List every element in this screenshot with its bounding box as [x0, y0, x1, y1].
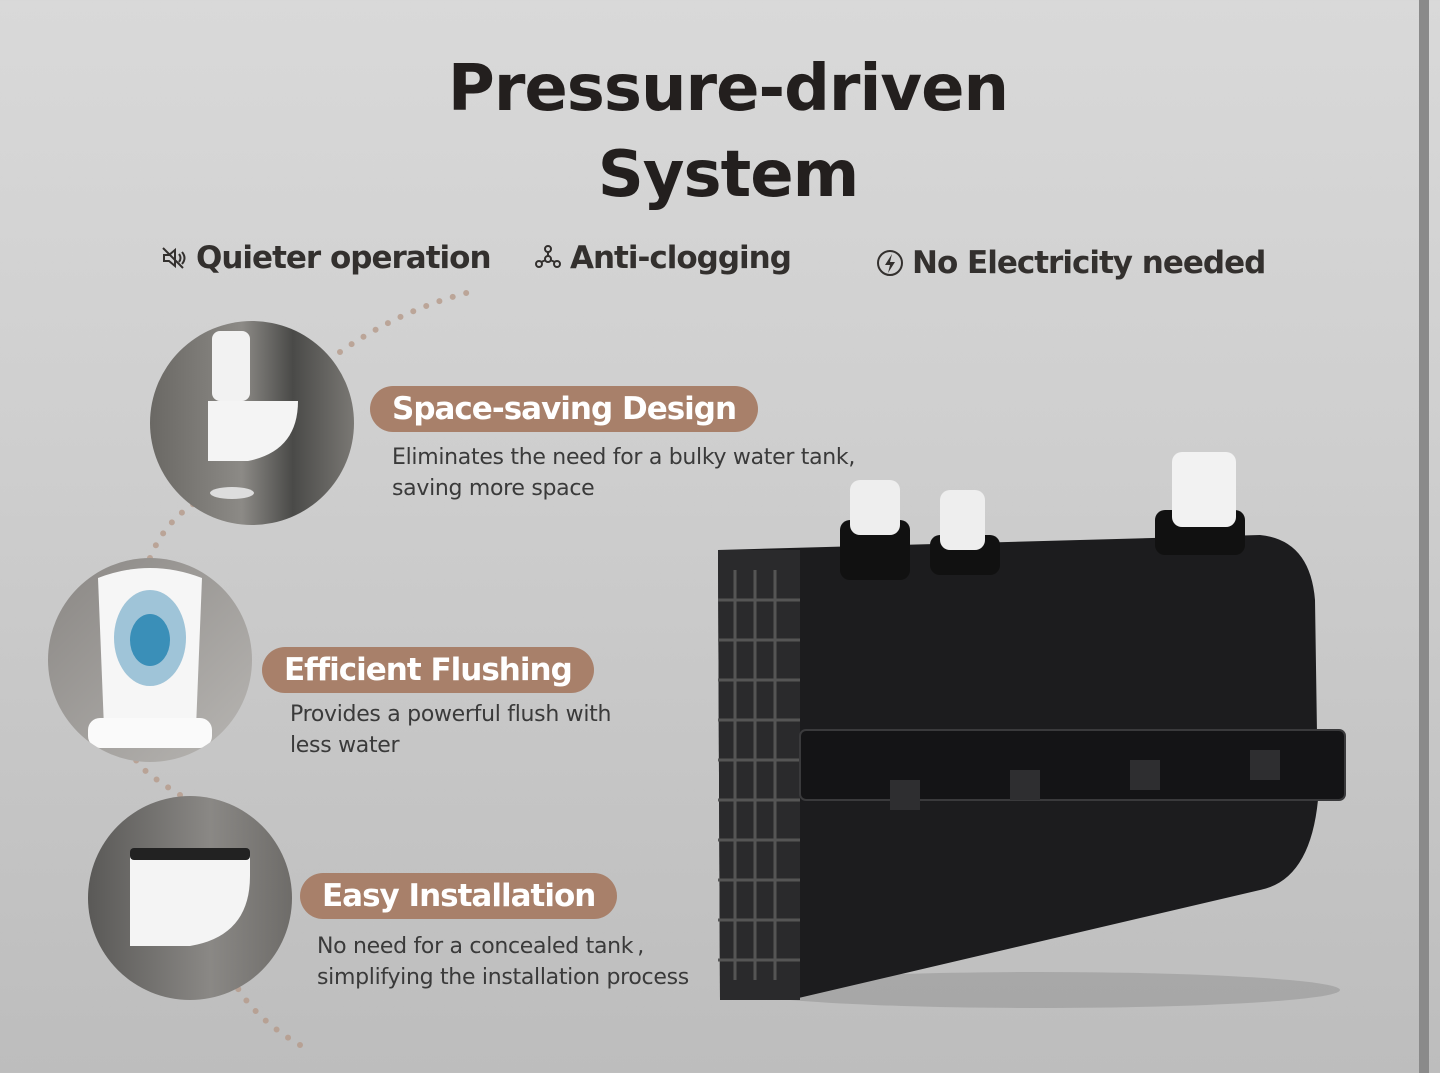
desc-line: less water: [290, 733, 400, 758]
scrollbar[interactable]: [1419, 0, 1429, 1073]
page-title-line2: System: [597, 138, 860, 212]
feature-anti-clogging: Anti-clogging: [534, 240, 792, 276]
desc-line: saving more space: [392, 476, 595, 501]
lightning-icon: [877, 250, 903, 276]
benefit-title-efficient-flushing: Efficient Flushing: [262, 647, 594, 693]
feature-label: No Electricity needed: [912, 245, 1266, 281]
desc-line: simplifying the installation process: [317, 965, 689, 990]
desc-line: Eliminates the need for a bulky water ta…: [392, 445, 856, 470]
benefit-title-space-saving: Space-saving Design: [370, 386, 759, 432]
feature-no-electricity: No Electricity needed: [876, 245, 1266, 281]
desc-line: Provides a powerful flush with: [290, 702, 612, 727]
smart-toilet-photo: [88, 796, 292, 1000]
pressure-tank-product-image: [718, 452, 1346, 1008]
feature-label: Anti-clogging: [570, 240, 792, 276]
benefit-desc-easy-installation: No need for a concealed tank , simplifyi…: [317, 931, 689, 993]
benefit-desc-efficient-flushing: Provides a powerful flush with less wate…: [290, 699, 611, 761]
desc-line: No need for a concealed tank ,: [317, 934, 644, 959]
wall-hung-toilet-photo: [150, 321, 354, 525]
mute-speaker-icon: [162, 247, 186, 269]
feature-label: Quieter operation: [196, 240, 492, 276]
benefit-title-easy-installation: Easy Installation: [300, 873, 618, 919]
flushing-bowl-photo: [48, 558, 252, 762]
benefit-desc-space-saving: Eliminates the need for a bulky water ta…: [392, 442, 855, 504]
feature-quieter: Quieter operation: [160, 240, 492, 276]
molecule-icon: [535, 245, 561, 268]
page-title-line1: Pressure-driven: [447, 52, 1009, 126]
